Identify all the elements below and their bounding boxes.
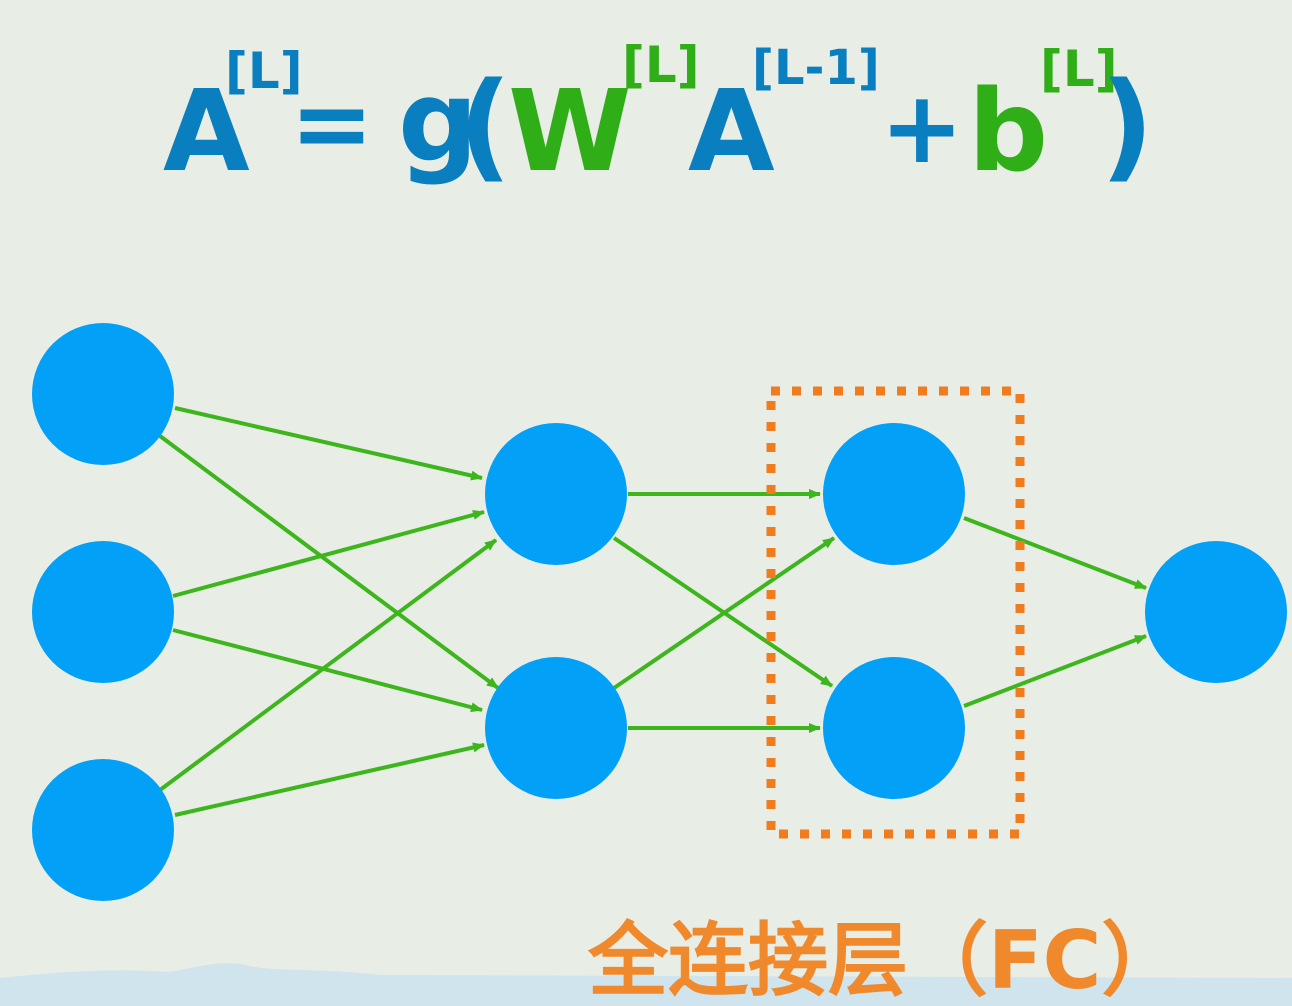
network-nodes xyxy=(32,323,1287,901)
formula-input-sup: [L-1] xyxy=(752,40,880,96)
hidden1-node-2 xyxy=(485,657,627,799)
formula-func: g xyxy=(398,57,478,187)
formula-plus: + xyxy=(880,69,964,186)
hidden1-node-1 xyxy=(485,423,627,565)
formula-bias: b xyxy=(968,67,1048,197)
formula: A [L] = g ( W [L] A [L-1] + b [L] ) xyxy=(163,36,1154,197)
input-node-3 xyxy=(32,759,174,901)
hidden2-node-2 xyxy=(823,657,965,799)
bottom-strip xyxy=(0,963,1292,1006)
network-edges xyxy=(158,406,1147,817)
edge-in2-h1b xyxy=(172,628,483,713)
formula-lhs: A xyxy=(163,67,250,197)
input-node-2 xyxy=(32,541,174,683)
edge-in3-h1b xyxy=(174,742,485,817)
formula-input: A xyxy=(688,67,775,197)
hidden2-node-1 xyxy=(823,423,965,565)
edge-h2b-out xyxy=(963,634,1147,708)
formula-equals: = xyxy=(290,65,374,182)
formula-lhs-sup: [L] xyxy=(225,42,303,100)
edge-in1-h1a xyxy=(174,406,483,481)
formula-weight-sup: [L] xyxy=(622,36,700,94)
formula-close-paren: ) xyxy=(1100,56,1154,194)
edge-h1b-h2a xyxy=(612,536,836,690)
fc-caption: 全连接层（FC） xyxy=(587,914,1181,1006)
output-node xyxy=(1145,541,1287,683)
edge-in2-h1a xyxy=(172,510,485,598)
formula-weight: W xyxy=(508,67,632,197)
formula-open-paren: ( xyxy=(458,56,512,194)
edge-in1-h1b xyxy=(158,434,500,690)
fc-layer-highlight-box xyxy=(766,386,1025,839)
input-node-1 xyxy=(32,323,174,465)
formula-bias-sup: [L] xyxy=(1040,40,1118,98)
edge-in3-h1a xyxy=(158,538,498,792)
edge-h2a-out xyxy=(963,516,1147,590)
